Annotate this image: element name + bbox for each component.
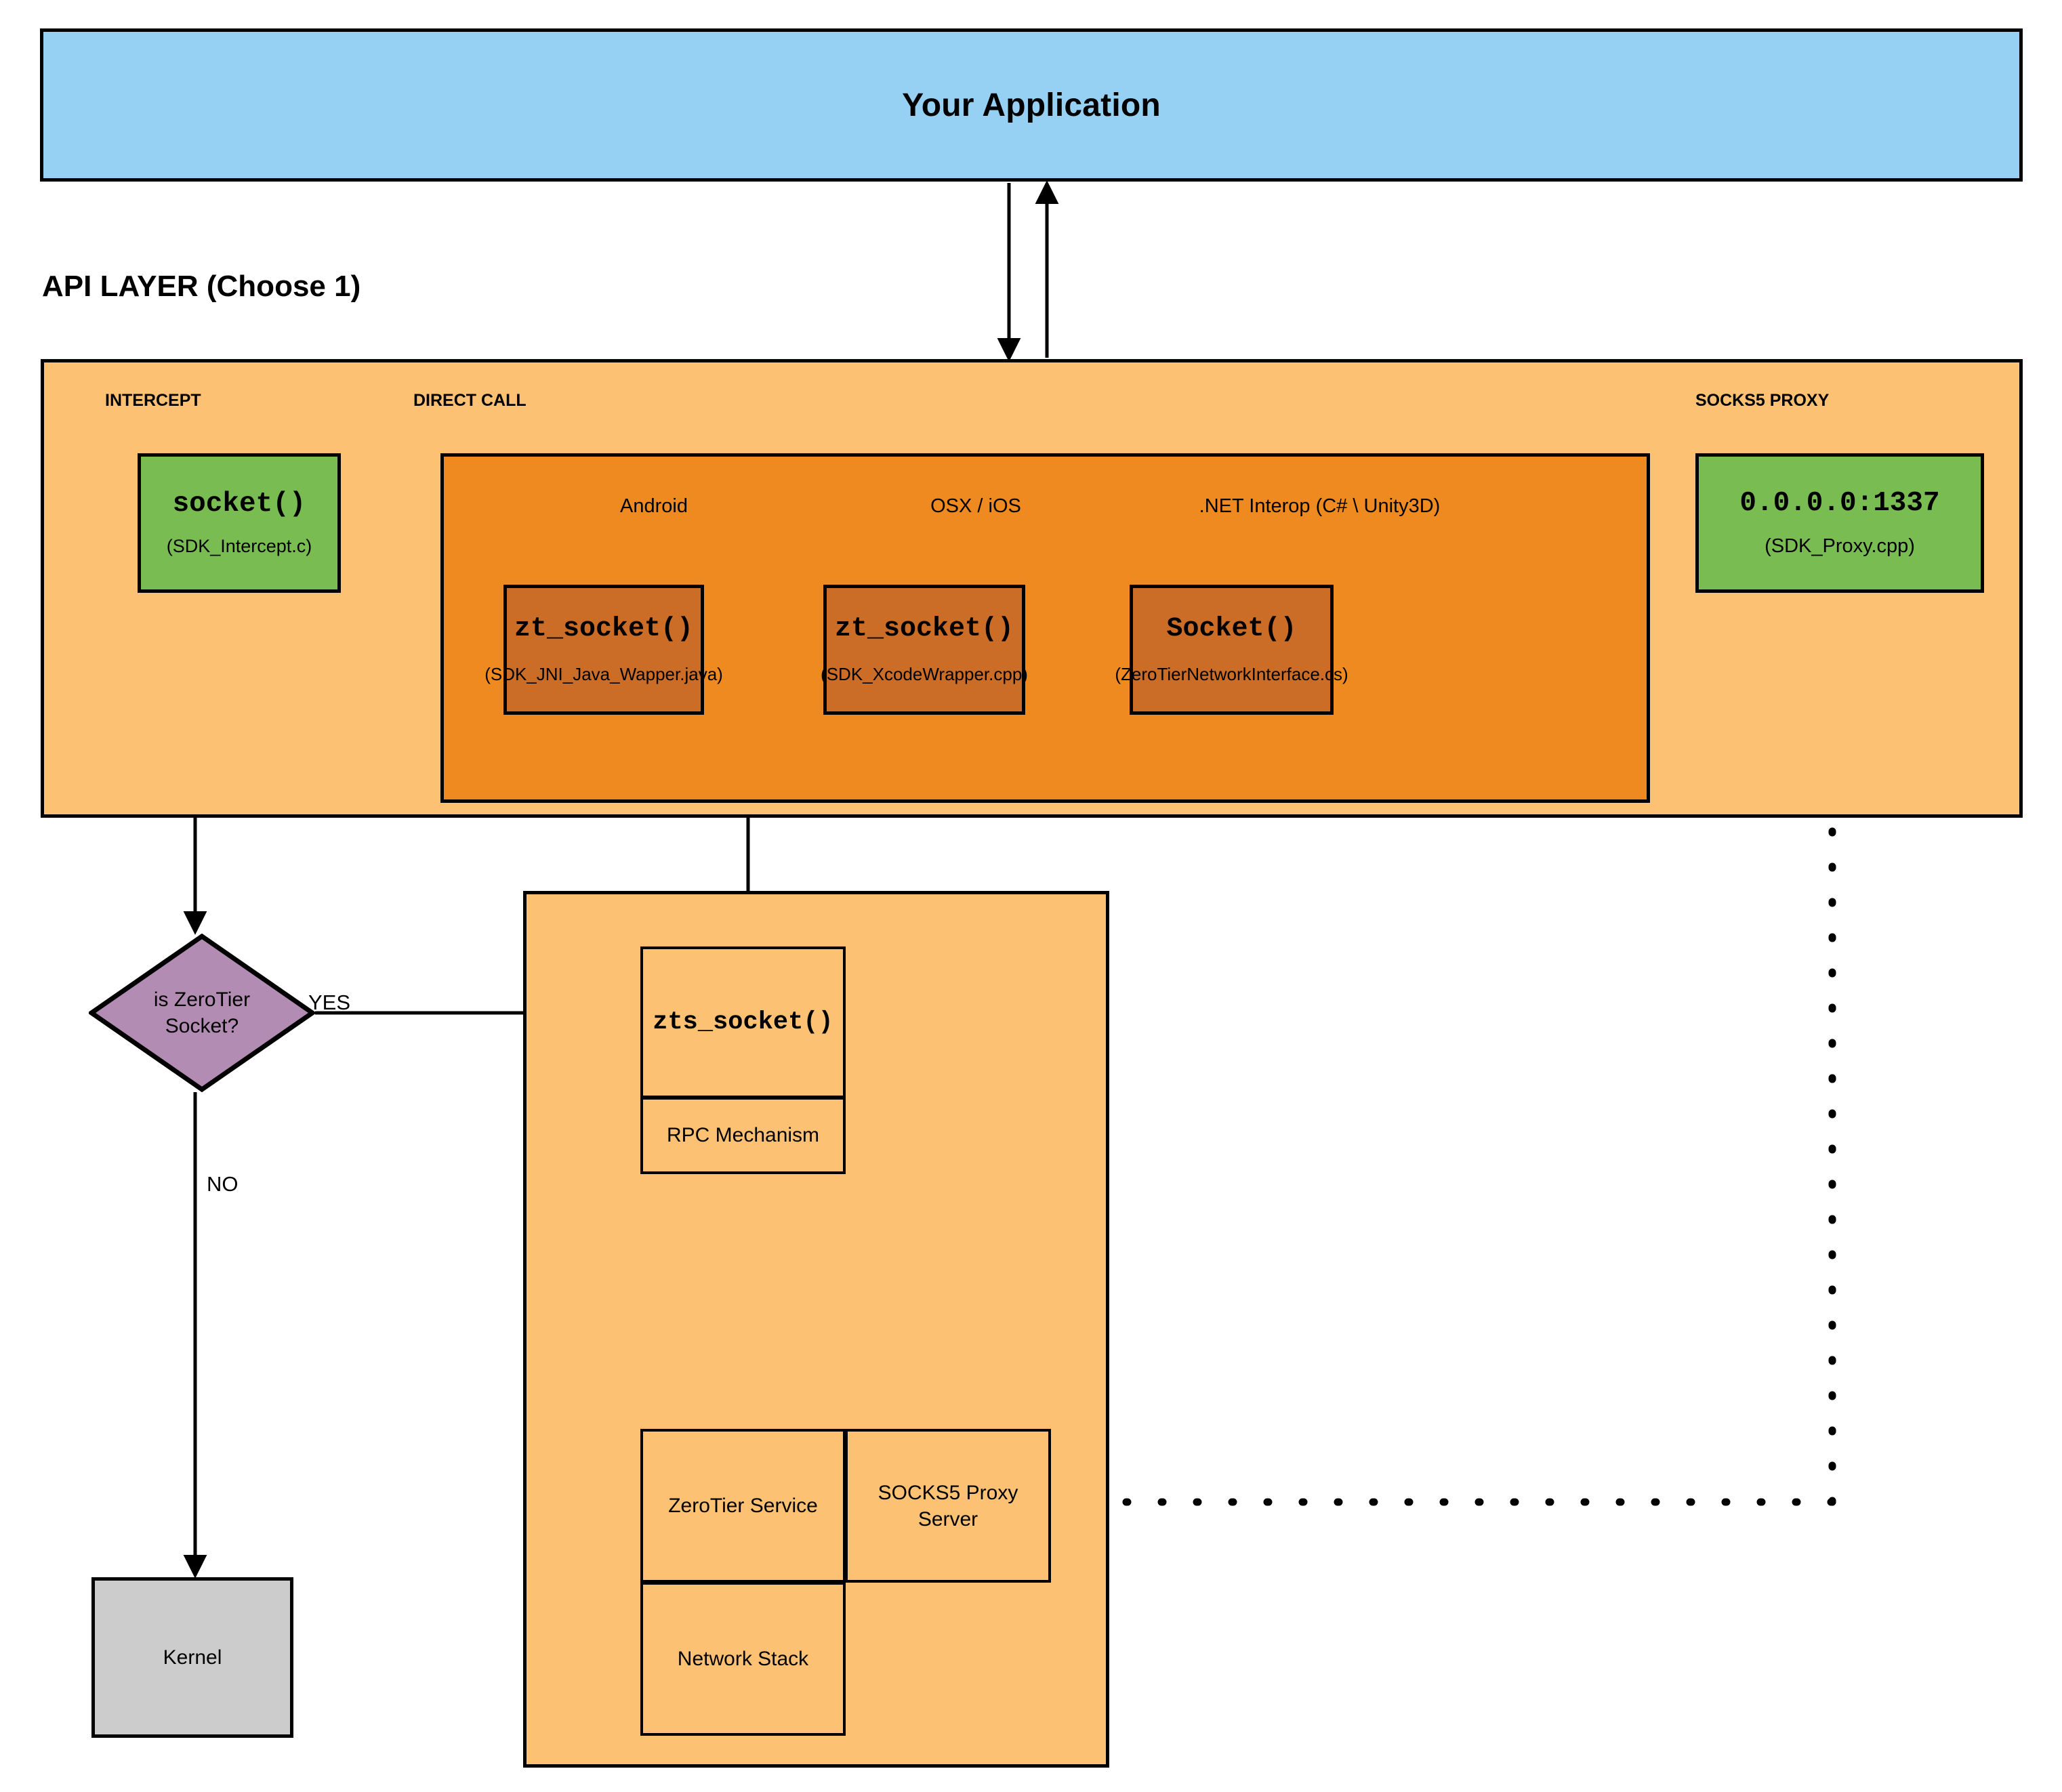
platform-label-osx-ios: OSX / iOS [930, 495, 1021, 517]
zerotier-service-container: zts_socket() RPC Mechanism ZeroTier Serv… [523, 891, 1109, 1768]
socket-dotnet-box: Socket() (ZeroTierNetworkInterface.cs) [1115, 585, 1348, 715]
zerotier-service-label: ZeroTier Service [668, 1494, 818, 1517]
zerotier-service-box: ZeroTier Service [640, 1429, 846, 1583]
intercept-socket-name: socket() [172, 488, 306, 520]
edge-label-yes: YES [308, 991, 351, 1014]
api-layer-heading: API LAYER (Choose 1) [42, 270, 361, 303]
edge-label-no: NO [207, 1172, 239, 1196]
rpc-mechanism-label: RPC Mechanism [666, 1124, 820, 1146]
zt-socket-android-file: (SDK_JNI_Java_Wapper.java) [484, 664, 723, 685]
group-label-intercept: INTERCEPT [105, 391, 201, 410]
zt-socket-android-name: zt_socket() [514, 614, 694, 645]
socket-dotnet-name: Socket() [1166, 614, 1297, 645]
zt-socket-android-box: zt_socket() (SDK_JNI_Java_Wapper.java) [484, 585, 723, 715]
socks5-proxy-server-box: SOCKS5 Proxy Server [845, 1429, 1051, 1583]
intercept-socket-box: socket() (SDK_Intercept.c) [138, 453, 341, 593]
decision-diamond: is ZeroTier Socket? [89, 934, 315, 1092]
zts-socket-name: zts_socket() [653, 1007, 833, 1037]
kernel-label: Kernel [163, 1646, 222, 1669]
network-stack-box: Network Stack [640, 1582, 846, 1736]
api-layer-container: INTERCEPT DIRECT CALL SOCKS5 PROXY socke… [41, 359, 2023, 818]
application-box: Your Application [40, 28, 2023, 182]
group-label-socks5-proxy: SOCKS5 PROXY [1695, 391, 1830, 410]
socks5-proxy-address: 0.0.0.0:1337 [1739, 487, 1940, 519]
network-stack-label: Network Stack [677, 1647, 809, 1670]
intercept-socket-file: (SDK_Intercept.c) [166, 536, 312, 557]
application-title: Your Application [902, 87, 1161, 123]
platform-label-android: Android [620, 495, 688, 517]
socks5-proxy-server-label-line2: Server [917, 1507, 978, 1530]
direct-call-panel: Android OSX / iOS .NET Interop (C# \ Uni… [440, 453, 1650, 803]
kernel-box: Kernel [91, 1577, 293, 1738]
socket-dotnet-file: (ZeroTierNetworkInterface.cs) [1115, 664, 1348, 685]
zt-socket-osx-name: zt_socket() [834, 614, 1014, 645]
rpc-mechanism-box: RPC Mechanism [640, 1097, 846, 1174]
zt-socket-osx-box: zt_socket() (SDK_XcodeWrapper.cpp) [821, 585, 1028, 715]
group-label-direct-call: DIRECT CALL [413, 391, 527, 410]
socks5-proxy-endpoint-box: 0.0.0.0:1337 (SDK_Proxy.cpp) [1695, 453, 1984, 593]
platform-label-dotnet-interop: .NET Interop (C# \ Unity3D) [1199, 495, 1441, 517]
zts-socket-box: zts_socket() [640, 946, 846, 1098]
zt-socket-osx-file: (SDK_XcodeWrapper.cpp) [821, 664, 1028, 685]
socks5-proxy-file: (SDK_Proxy.cpp) [1765, 535, 1915, 557]
socks5-proxy-server-label-line1: SOCKS5 Proxy [878, 1481, 1018, 1504]
